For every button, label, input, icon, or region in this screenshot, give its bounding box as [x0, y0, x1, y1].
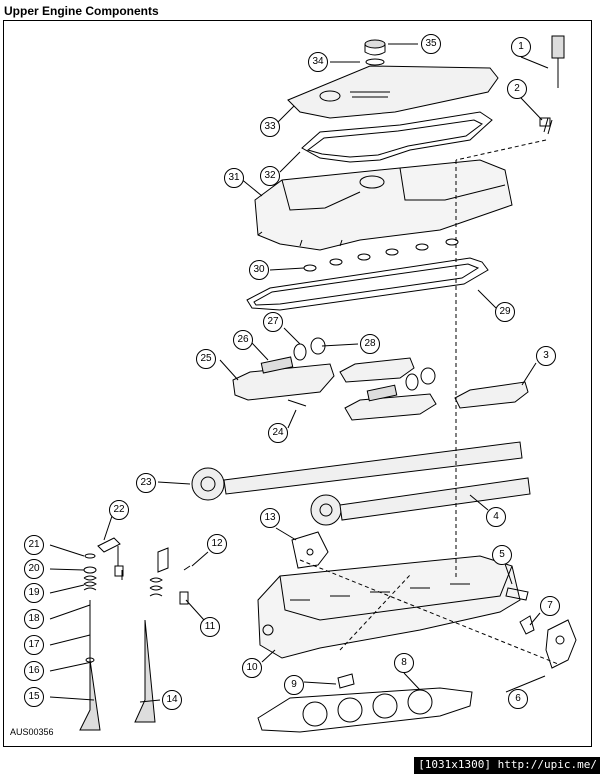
callout-1: 1: [511, 37, 531, 57]
valve-cover-plate: [287, 65, 499, 119]
head-gasket: [257, 687, 473, 733]
callout-6: 6: [508, 689, 528, 709]
callout-28: 28: [360, 334, 380, 354]
callout-7: 7: [540, 596, 560, 616]
callout-3: 3: [536, 346, 556, 366]
callout-25: 25: [196, 349, 216, 369]
valve-train: [79, 537, 191, 731]
tube-seals: [303, 238, 459, 272]
callout-13: 13: [260, 508, 280, 528]
bearing-caps: [232, 357, 529, 421]
plate-gasket: [301, 111, 493, 163]
callout-4: 4: [486, 507, 506, 527]
callout-11: 11: [200, 617, 220, 637]
timing-bracket: [291, 531, 329, 569]
valve-cover-gasket: [246, 257, 489, 311]
callout-16: 16: [24, 661, 44, 681]
callout-2: 2: [507, 79, 527, 99]
alignment-lines: [299, 139, 559, 665]
camshafts: [191, 441, 531, 526]
callout-34: 34: [308, 52, 328, 72]
callout-29: 29: [495, 302, 515, 322]
callout-26: 26: [233, 330, 253, 350]
callout-24: 24: [268, 423, 288, 443]
callout-35: 35: [421, 34, 441, 54]
figure-code: AUS00356: [10, 727, 54, 737]
callout-8: 8: [394, 653, 414, 673]
watermark-text: [1031x1300] http://upic.me/: [414, 757, 600, 774]
callout-18: 18: [24, 609, 44, 629]
callout-27: 27: [263, 312, 283, 332]
sensors: [337, 587, 535, 689]
callout-10: 10: [242, 658, 262, 678]
callout-14: 14: [162, 690, 182, 710]
callout-12: 12: [207, 534, 227, 554]
cylinder-head: [257, 555, 521, 659]
callout-31: 31: [224, 168, 244, 188]
oil-filler-cap: [364, 39, 386, 66]
ignition-coil: [539, 35, 565, 135]
callout-22: 22: [109, 500, 129, 520]
valve-cover: [254, 159, 513, 251]
callout-5: 5: [492, 545, 512, 565]
mounting-bracket: [545, 619, 577, 669]
callout-group: [49, 43, 549, 703]
callout-33: 33: [260, 117, 280, 137]
callout-15: 15: [24, 687, 44, 707]
callout-30: 30: [249, 260, 269, 280]
callout-19: 19: [24, 583, 44, 603]
callout-23: 23: [136, 473, 156, 493]
callout-17: 17: [24, 635, 44, 655]
diagram-title: Upper Engine Components: [4, 4, 159, 18]
callout-20: 20: [24, 559, 44, 579]
callout-21: 21: [24, 535, 44, 555]
callout-9: 9: [284, 675, 304, 695]
callout-32: 32: [260, 166, 280, 186]
